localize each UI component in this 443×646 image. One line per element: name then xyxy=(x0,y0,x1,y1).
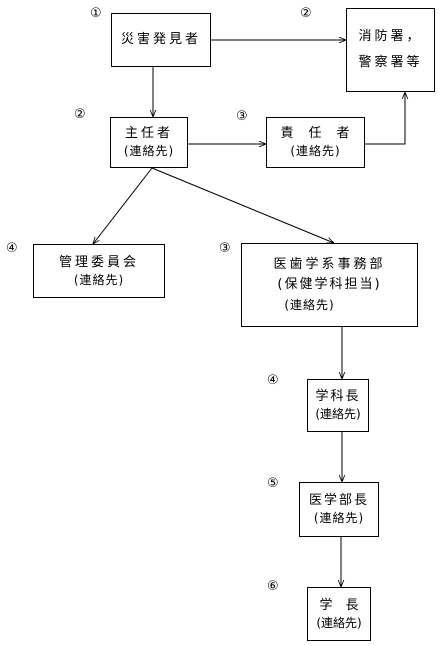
step-number-discoverer: ① xyxy=(90,6,102,21)
arrow-chief-to-office xyxy=(151,167,334,244)
office-subtitle: (保健学科担当) xyxy=(277,277,382,292)
step-number-office: ③ xyxy=(219,241,231,256)
office-contact: (連絡先) xyxy=(284,298,335,312)
president-box: 学 長 (連絡先) xyxy=(307,587,371,641)
step-number-responsible: ③ xyxy=(236,109,248,124)
chief-box: 主任者 (連絡先) xyxy=(110,117,188,168)
step-number-fire-police: ② xyxy=(300,6,312,21)
president-label: 学 長 xyxy=(319,597,359,613)
step-number-committee: ④ xyxy=(6,241,18,256)
chief-contact: (連絡先) xyxy=(123,144,175,158)
responsible-box: 責 任 者 (連絡先) xyxy=(266,117,365,168)
responsible-label: 責 任 者 xyxy=(280,126,351,141)
chief-label: 主任者 xyxy=(124,126,173,141)
discoverer-label: 災害発見者 xyxy=(120,32,201,47)
committee-label: 管理委員会 xyxy=(58,254,139,270)
dept-head-box: 学科長 (連絡先) xyxy=(307,379,369,432)
dean-box: 医学部長 (連絡先) xyxy=(299,482,379,537)
fire-police-box: 消防署， 警察署等 xyxy=(346,8,435,92)
step-number-dean: ⑤ xyxy=(267,476,279,491)
office-label: 医歯学系事務部 xyxy=(273,257,386,272)
office-box: 医歯学系事務部 (保健学科担当) (連絡先) xyxy=(241,243,418,327)
arrow-chief-to-committee xyxy=(93,167,153,244)
step-number-dept-head: ④ xyxy=(267,373,279,388)
committee-contact: (連絡先) xyxy=(73,272,125,287)
fire-police-label-1: 消防署， xyxy=(358,29,423,44)
dean-contact: (連絡先) xyxy=(313,511,365,525)
step-number-chief: ② xyxy=(74,107,86,122)
responsible-contact: (連絡先) xyxy=(290,144,341,158)
dept-head-label: 学科長 xyxy=(315,389,361,404)
committee-box: 管理委員会 (連絡先) xyxy=(33,244,165,298)
arrow-responsible-to-fire-police xyxy=(365,92,405,145)
president-contact: (連絡先) xyxy=(316,615,362,630)
fire-police-label-2: 警察署等 xyxy=(358,55,423,70)
dean-label: 医学部長 xyxy=(308,493,369,508)
discoverer-box: 災害発見者 xyxy=(111,13,211,67)
dept-head-contact: (連絡先) xyxy=(315,407,361,421)
step-number-president: ⑥ xyxy=(267,579,279,594)
